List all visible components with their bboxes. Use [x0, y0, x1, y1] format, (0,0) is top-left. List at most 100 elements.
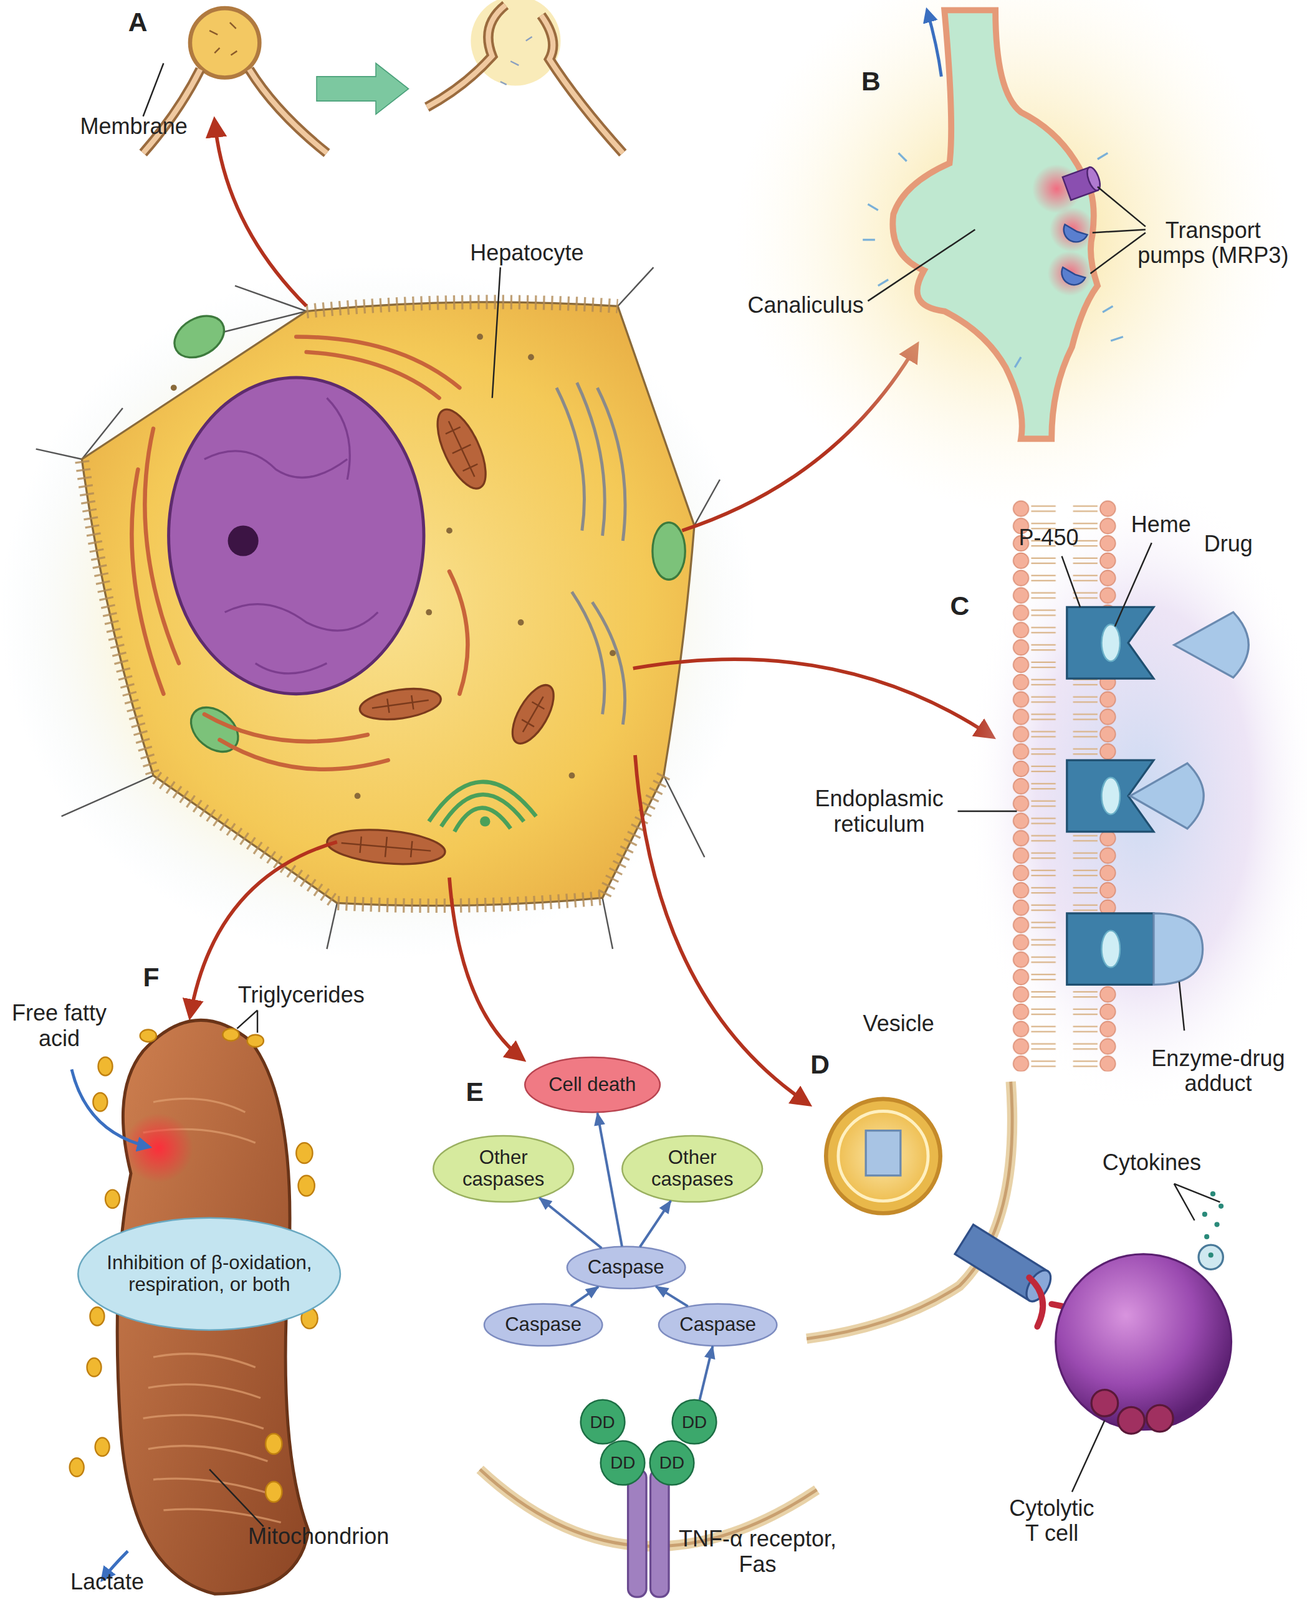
- t-cell-panel: [865, 1131, 901, 1177]
- golgi: [428, 782, 537, 833]
- node-text: DD: [601, 1453, 645, 1473]
- endoplasmic-reticulum-lines: [131, 469, 164, 694]
- endoplasmic-reticulum-lines: [449, 571, 468, 695]
- cytoplasm-granule: [170, 384, 178, 391]
- mitochondrion-panel: [95, 1438, 110, 1457]
- mitochondrion-panel: [92, 1093, 108, 1112]
- t-cell-panel: [1214, 1222, 1220, 1228]
- part-label: Triglycerides: [219, 982, 383, 1008]
- part-label: Cytolytic T cell: [1003, 1496, 1101, 1547]
- connector-arrow: [655, 1287, 688, 1307]
- membrane-bleb: [426, 4, 623, 153]
- part-label: Mitochondrion: [231, 1523, 406, 1549]
- endoplasmic-reticulum-lines: [131, 336, 468, 770]
- t-cell-panel: [1118, 1407, 1145, 1435]
- t-cell-panel: [1091, 1390, 1119, 1418]
- node-shape: [433, 1136, 574, 1203]
- t-cell-panel: [1202, 1191, 1224, 1258]
- node-text: Caspase: [486, 1314, 599, 1337]
- part-label: Hepatocyte: [450, 240, 604, 266]
- cytoplasm-granule: [476, 334, 484, 341]
- golgi: [479, 816, 490, 827]
- node-text: Inhibition of β-oxidation, respiration, …: [104, 1252, 315, 1297]
- membrane-bleb: [500, 36, 533, 85]
- panel-letter: F: [130, 963, 173, 994]
- nucleus: [228, 525, 259, 556]
- membrane-bleb: [426, 4, 623, 153]
- part-label: Cytokines: [1085, 1150, 1218, 1176]
- leader-line: [1072, 1184, 1220, 1493]
- panel-letter: B: [850, 66, 892, 97]
- rough-er-lines: [556, 387, 585, 531]
- death-domain-circle: DD: [580, 1399, 626, 1445]
- node-shape: [78, 1218, 341, 1331]
- membrane-bleb: [143, 0, 624, 154]
- er-panel: [1129, 763, 1204, 829]
- node-shape: [622, 1136, 763, 1203]
- canaliculus-panel: [1062, 165, 1103, 201]
- mitochondrion-panel: [265, 1482, 282, 1503]
- panel-arrow: [633, 659, 993, 737]
- rough-er-lines: [556, 382, 626, 725]
- t-cell-panel: [1146, 1405, 1174, 1433]
- cytoplasm-granule: [425, 609, 432, 616]
- panel-arrow: [214, 120, 307, 307]
- node-text: Other caspases: [450, 1147, 558, 1192]
- part-label: Membrane: [62, 114, 206, 139]
- membrane-bleb: [190, 8, 260, 78]
- death-domain-circle: DD: [600, 1441, 646, 1486]
- t-cell-panel: [806, 1081, 1013, 1340]
- er-panel: [1067, 607, 1154, 679]
- mitochondrion-small: [325, 403, 562, 869]
- cytoplasm-granule: [446, 527, 453, 535]
- cytoplasm-granule: [569, 772, 576, 780]
- leader-line: [492, 267, 501, 399]
- mitochondrion-small: [357, 684, 443, 725]
- connector-arrow: [539, 1198, 602, 1250]
- nucleus: [168, 377, 424, 695]
- panel-letter: C: [939, 591, 981, 622]
- connector-arrow: [640, 1201, 672, 1248]
- caspase-ellipse: Other caspases: [431, 1135, 575, 1203]
- mitochondrion-small: [427, 403, 496, 496]
- death-receptor-panel: [628, 1469, 647, 1598]
- membrane-bleb: [209, 22, 237, 55]
- mitochondrion-small: [504, 679, 562, 751]
- node-shape: [484, 1304, 603, 1347]
- hepatocyte-cell: [81, 302, 664, 907]
- caspase-ellipse: Caspase: [565, 1246, 687, 1290]
- part-label: Free fatty acid: [0, 1000, 118, 1052]
- mitochondrion-panel: [71, 1069, 149, 1147]
- er-panel: [1010, 500, 1032, 1073]
- golgi: [454, 808, 511, 833]
- panel-letter: D: [799, 1050, 841, 1081]
- endoplasmic-reticulum-lines: [204, 714, 368, 742]
- mitochondrion-panel: [69, 1029, 325, 1503]
- mitochondrion-panel: [87, 1358, 102, 1377]
- mitochondrion-small: [325, 825, 447, 869]
- cytoplasm-granule: [170, 334, 616, 800]
- rough-er-lines: [597, 387, 626, 541]
- membrane-bleb: [143, 69, 328, 153]
- outcome-ellipse: Cell death: [523, 1057, 662, 1114]
- cytoplasm-granule: [517, 619, 525, 626]
- node-text: DD: [650, 1453, 694, 1473]
- t-cell-panel: [1210, 1191, 1216, 1197]
- mitochondrion-panel: [124, 1113, 194, 1183]
- mitochondrion-small: [439, 416, 484, 482]
- hepatocyte-cell: [36, 267, 720, 950]
- canaliculus-panel: [1061, 267, 1086, 285]
- hepatocyte-cell: [0, 265, 756, 960]
- part-label: Heme: [1115, 512, 1207, 538]
- mitochondrion-small: [427, 403, 496, 496]
- part-label: Enzyme-drug adduct: [1136, 1045, 1300, 1097]
- leader-line: [867, 229, 975, 302]
- part-label: Transport pumps (MRP3): [1133, 218, 1293, 269]
- leader-line: [1090, 186, 1145, 274]
- canaliculus-panel: [1063, 224, 1088, 242]
- mitochondrion-panel: [98, 1057, 113, 1076]
- part-label: Lactate: [56, 1570, 159, 1595]
